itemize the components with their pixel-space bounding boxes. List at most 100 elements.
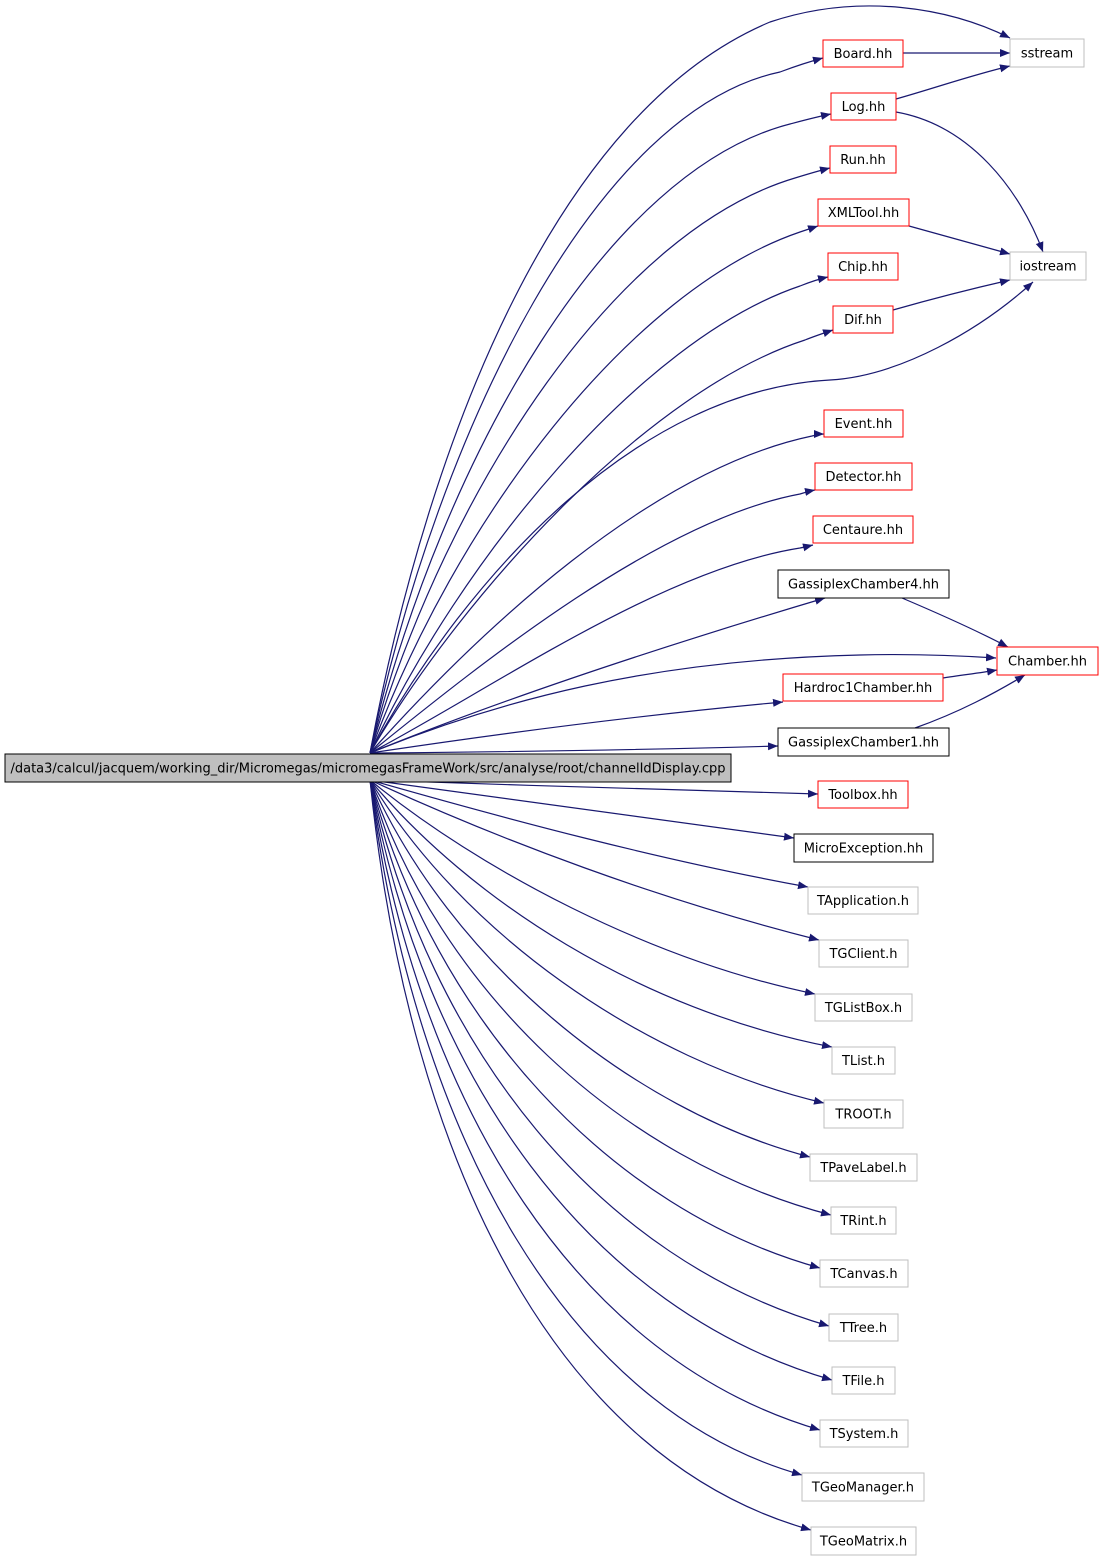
node-box: [819, 1259, 909, 1288]
edge-root-to-dif: [369, 329, 834, 754]
edge-root-to-chamber: [369, 653, 997, 754]
node-box: [831, 1366, 896, 1395]
node-box: [831, 1046, 896, 1075]
node-box: [814, 462, 913, 491]
edge-gassi4-to-chamber: [901, 597, 1009, 648]
node-box: [809, 1153, 918, 1182]
node-label: TGeoManager.h: [811, 1481, 914, 1496]
node-sstream: sstream: [1009, 38, 1085, 68]
node-label: sstream: [1021, 47, 1073, 62]
node-xmltool[interactable]: XMLTool.hh: [817, 198, 910, 227]
node-label: Dif.hh: [844, 313, 882, 328]
edge-root-to-board: [369, 56, 824, 754]
node-label: Hardroc1Chamber.hh: [794, 681, 933, 696]
node-label: TPaveLabel.h: [819, 1161, 906, 1176]
node-box: [822, 39, 904, 68]
node-box: [810, 1526, 917, 1556]
node-hardroc[interactable]: Hardroc1Chamber.hh: [782, 673, 944, 702]
node-label: TGListBox.h: [824, 1001, 902, 1016]
node-label: Event.hh: [835, 417, 893, 432]
node-label: Board.hh: [834, 47, 893, 62]
node-label: Log.hh: [842, 100, 886, 115]
edge-gassi1-to-chamber: [914, 674, 1026, 729]
node-box: [819, 1419, 909, 1448]
node-gassi4[interactable]: GassiplexChamber4.hh: [777, 569, 950, 599]
node-box: [827, 252, 899, 281]
node-label: Run.hh: [840, 153, 886, 168]
edge-hardroc-to-chamber: [942, 667, 998, 679]
node-label: iostream: [1019, 260, 1076, 275]
node-label: Toolbox.hh: [827, 788, 897, 803]
edge-root-to-tapp: [369, 779, 809, 890]
node-box: [1009, 38, 1085, 68]
edge-root-to-tlist: [369, 779, 833, 1050]
node-box: [817, 780, 909, 809]
node-box: [807, 886, 919, 915]
edge-root-to-detector: [369, 488, 816, 754]
edge-root-to-sstream: [369, 5, 1011, 754]
edge-root-to-centaure: [369, 543, 814, 754]
edge-root-to-tglistbox: [369, 779, 816, 996]
node-gassi1[interactable]: GassiplexChamber1.hh: [777, 727, 950, 757]
edge-root-to-tgclient: [369, 779, 820, 942]
node-label: TTree.h: [839, 1321, 887, 1336]
edge-root-to-tfile: [369, 779, 833, 1382]
edge-root-to-tgeomanager: [369, 779, 803, 1477]
node-board[interactable]: Board.hh: [822, 39, 904, 68]
node-toolbox[interactable]: Toolbox.hh: [817, 780, 909, 809]
edge-root-to-microexc: [369, 779, 795, 841]
edge-root-to-tgeomatrix: [369, 779, 812, 1532]
node-box: [777, 727, 950, 757]
edge-root-to-log: [369, 112, 832, 754]
node-label: TApplication.h: [816, 894, 909, 909]
node-box: [818, 939, 909, 968]
node-troot: TROOT.h: [823, 1099, 904, 1129]
node-iostream: iostream: [1009, 251, 1087, 281]
node-box: [814, 993, 913, 1022]
node-tlist: TList.h: [831, 1046, 896, 1075]
node-label: GassiplexChamber1.hh: [788, 736, 939, 751]
node-chip[interactable]: Chip.hh: [827, 252, 899, 281]
edge-root-to-ttree: [369, 779, 830, 1328]
edge-root-to-troot: [369, 779, 825, 1105]
node-trint: TRint.h: [830, 1206, 897, 1235]
node-ttree: TTree.h: [828, 1313, 899, 1342]
node-centaure[interactable]: Centaure.hh: [812, 515, 914, 544]
node-box: [830, 92, 897, 121]
edge-root-to-run: [369, 166, 831, 754]
node-run[interactable]: Run.hh: [829, 145, 897, 174]
node-microexc[interactable]: MicroException.hh: [793, 833, 934, 863]
node-dif[interactable]: Dif.hh: [832, 305, 894, 334]
node-box: [996, 646, 1099, 676]
node-tpavelabel: TPaveLabel.h: [809, 1153, 918, 1182]
node-root[interactable]: /data3/calcul/jacquem/working_dir/Microm…: [4, 753, 732, 783]
node-label: XMLTool.hh: [828, 206, 899, 221]
edge-xmltool-to-iostream: [908, 225, 1011, 256]
node-box: [4, 753, 732, 783]
node-label: TGClient.h: [828, 947, 897, 962]
node-box: [829, 145, 897, 174]
node-label: Chamber.hh: [1008, 655, 1087, 670]
nodes-layer: /data3/calcul/jacquem/working_dir/Microm…: [4, 38, 1099, 1556]
node-log[interactable]: Log.hh: [830, 92, 897, 121]
node-tapp: TApplication.h: [807, 886, 919, 915]
edge-log-to-iostream: [895, 111, 1044, 253]
node-box: [817, 198, 910, 227]
node-box: [801, 1472, 925, 1502]
edge-root-to-gassi4: [369, 597, 826, 754]
node-chamber[interactable]: Chamber.hh: [996, 646, 1099, 676]
node-box: [812, 515, 914, 544]
node-label: TRint.h: [839, 1214, 886, 1229]
edges-layer: [369, 5, 1044, 1532]
node-event[interactable]: Event.hh: [823, 409, 904, 438]
node-label: /data3/calcul/jacquem/working_dir/Microm…: [10, 762, 725, 777]
node-box: [828, 1313, 899, 1342]
edge-root-to-gassi1: [369, 742, 779, 754]
node-tgclient: TGClient.h: [818, 939, 909, 968]
node-label: TROOT.h: [834, 1108, 891, 1123]
edge-root-to-tsystem: [369, 779, 821, 1432]
node-detector[interactable]: Detector.hh: [814, 462, 913, 491]
node-label: MicroException.hh: [804, 842, 924, 857]
node-label: TCanvas.h: [829, 1267, 897, 1282]
